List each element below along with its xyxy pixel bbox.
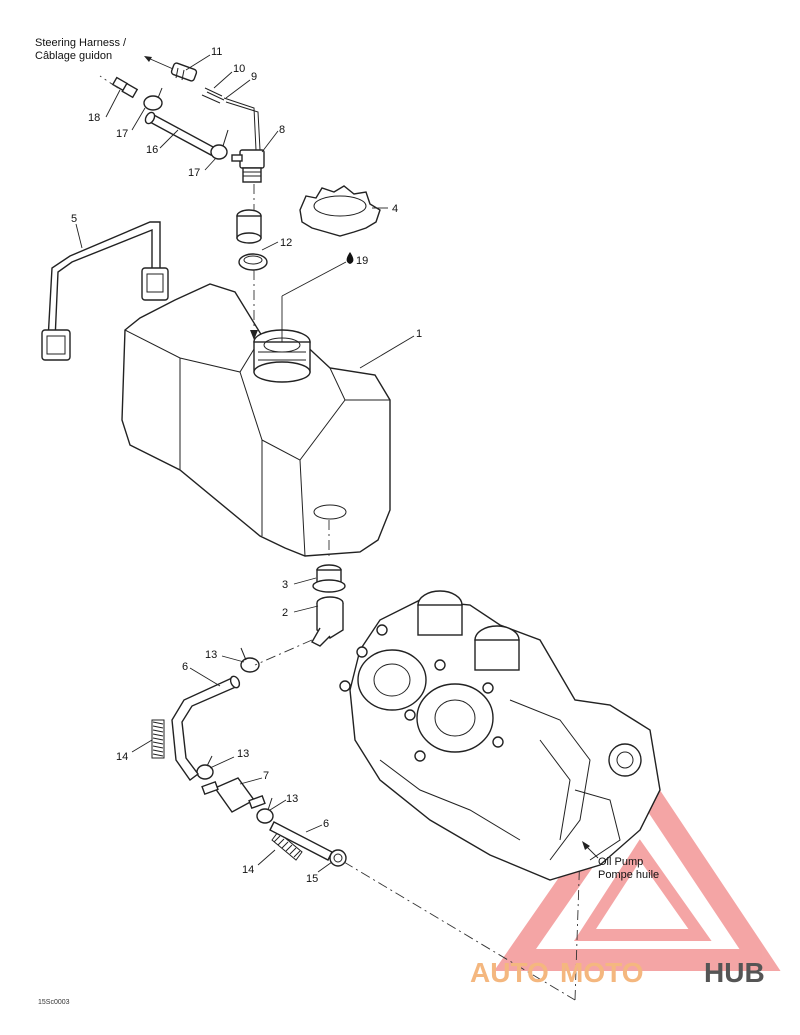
part-5-tank-strap — [41, 221, 169, 361]
steering-harness-label-en: Steering Harness / — [35, 37, 127, 49]
callout-6-lower: 6 — [323, 818, 329, 830]
routing-lines — [99, 75, 581, 1001]
part-18-fitting — [111, 76, 139, 99]
callout-18: 18 — [88, 112, 100, 124]
part-17-clamp-lower — [210, 129, 229, 160]
callout-16: 16 — [146, 144, 158, 156]
callout-13-lower: 13 — [286, 793, 298, 805]
drawing-code: 15Sc0003 — [38, 999, 70, 1006]
watermark-text-auto: AUTO — [470, 957, 549, 988]
oil-pump-label: Oil Pump Pompe huile — [582, 841, 659, 881]
part-8-level-sensor — [231, 149, 265, 183]
callout-13-upper: 13 — [205, 649, 217, 661]
part-12-grommets — [236, 209, 268, 271]
callout-14-upper: 14 — [116, 751, 128, 763]
steering-harness-label-fr: Câblage guidon — [35, 50, 112, 62]
drop-icon — [346, 252, 354, 264]
callout-14-lower: 14 — [242, 864, 254, 876]
part-15-clamp — [329, 849, 347, 867]
part-6-hose-upper — [171, 675, 241, 781]
callout-4: 4 — [392, 203, 398, 215]
callout-2: 2 — [282, 607, 288, 619]
callout-numbers: 11 10 9 8 18 17 16 17 4 5 12 19 1 3 2 13… — [71, 46, 422, 885]
part-4-tank-cap — [299, 185, 381, 237]
callout-3: 3 — [282, 579, 288, 591]
callout-12: 12 — [280, 237, 292, 249]
callout-13-middle: 13 — [237, 748, 249, 760]
callout-8: 8 — [279, 124, 285, 136]
callout-17-upper: 17 — [116, 128, 128, 140]
watermark-text-hub: HUB — [704, 957, 765, 988]
part-3-grommet — [312, 564, 346, 593]
part-1-oil-tank — [121, 283, 391, 557]
engine-assembly — [339, 590, 661, 881]
part-14-spring-upper — [151, 719, 165, 759]
watermark-text-moto: MOTO — [560, 957, 643, 988]
callout-5: 5 — [71, 213, 77, 225]
callout-10: 10 — [233, 63, 245, 75]
watermark-logo-text: AUTO MOTO HUB — [470, 957, 765, 988]
oil-pump-label-fr: Pompe huile — [598, 869, 659, 881]
callout-17-lower: 17 — [188, 167, 200, 179]
callout-6-upper: 6 — [182, 661, 188, 673]
callout-leader-lines — [75, 54, 415, 873]
part-17-clamp-upper — [143, 87, 163, 111]
callout-1: 1 — [416, 328, 422, 340]
callout-9: 9 — [251, 71, 257, 83]
callout-11: 11 — [211, 46, 222, 58]
callout-7: 7 — [263, 770, 269, 782]
part-6-hose-lower — [269, 821, 333, 861]
part-2-elbow-fitting — [311, 596, 344, 647]
part-14-spring-lower — [271, 831, 303, 861]
part-7-inline-filter — [201, 777, 266, 813]
oil-pump-label-en: Oil Pump — [598, 856, 643, 868]
callout-19: 19 — [356, 255, 368, 267]
part-11-connector — [170, 62, 198, 82]
part-13-clamp-upper — [240, 647, 260, 673]
callout-15: 15 — [306, 873, 318, 885]
steering-harness-label: Steering Harness / Câblage guidon — [35, 37, 181, 73]
part-9-10-wire-terminals — [201, 87, 261, 151]
part-13-clamp-lower — [256, 797, 274, 824]
